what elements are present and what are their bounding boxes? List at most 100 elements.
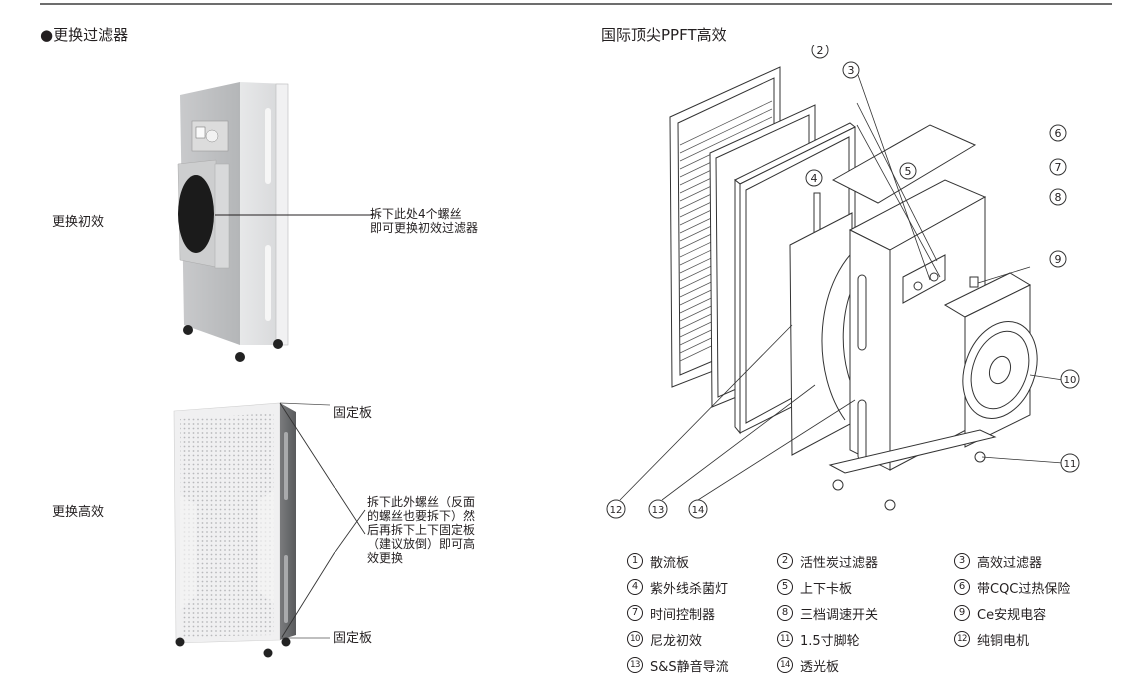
note-replace-primary: 拆下此处4个螺丝 即可更换初效过滤器 xyxy=(370,207,478,235)
side-slot-top xyxy=(265,108,271,184)
legend-text: 三档调速开关 xyxy=(800,607,879,623)
legend-item: 7 时间控制器 xyxy=(627,604,777,623)
callout-markers: 1 2 3 4 5 6 7 8 9 10 11 12 13 14 xyxy=(606,45,1080,519)
caster-wheel xyxy=(263,648,273,658)
svg-text:10: 10 xyxy=(1064,375,1077,386)
svg-text:9: 9 xyxy=(1055,253,1062,266)
legend-row: 10 尼龙初效 11 1.5寸脚轮 12 纯铜电机 xyxy=(627,626,1127,652)
leader-lines-screws xyxy=(335,487,366,553)
callout-12: 12 xyxy=(606,499,626,519)
legend-text: 纯铜电机 xyxy=(977,633,1030,649)
svg-text:7: 7 xyxy=(1055,161,1062,174)
caster-wheel xyxy=(183,325,193,335)
purifier-photo-hepa xyxy=(173,402,335,658)
callout-9: 9 xyxy=(1049,250,1067,268)
callout-5: 5 xyxy=(899,162,917,180)
exploded-view-diagram: 1 2 3 4 5 6 7 8 9 10 11 12 13 14 xyxy=(606,45,1080,519)
intake-fan-grille xyxy=(178,175,214,253)
part-capacitor xyxy=(969,276,979,288)
label-replace-hepa: 更换高效 xyxy=(52,505,105,520)
legend-item: 11 1.5寸脚轮 xyxy=(777,630,954,649)
note-line: 拆下此处4个螺丝 xyxy=(370,207,462,221)
legend-text: Ce安规电容 xyxy=(977,607,1047,623)
top-divider xyxy=(40,3,1112,5)
legend-number: 9 xyxy=(954,605,970,621)
callout-2: 2 xyxy=(811,45,829,59)
legend-number: 2 xyxy=(777,553,793,569)
caster-wheel xyxy=(884,499,896,511)
svg-text:6: 6 xyxy=(1055,127,1062,140)
svg-text:11: 11 xyxy=(1064,459,1077,470)
side-slot-bottom xyxy=(265,245,271,321)
note-line: 即可更换初效过滤器 xyxy=(370,221,479,235)
legend-number: 5 xyxy=(777,579,793,595)
note-replace-hepa: 拆下此外螺丝（反面 的螺丝也要拆下）然 后再拆下上下固定板 （建议放倒）即可高 … xyxy=(367,495,507,565)
legend-item: 12 纯铜电机 xyxy=(954,630,1124,649)
caster-wheel xyxy=(281,637,291,647)
legend-number: 7 xyxy=(627,605,643,621)
legend-item: 10 尼龙初效 xyxy=(627,630,777,649)
label-replace-primary: 更换初效 xyxy=(52,215,105,230)
caster-wheel xyxy=(175,637,185,647)
legend-text: 带CQC过热保险 xyxy=(977,581,1071,597)
callout-11: 11 xyxy=(1060,453,1080,473)
legend-item: 9 Ce安规电容 xyxy=(954,604,1124,623)
svg-text:14: 14 xyxy=(692,505,705,516)
callout-10: 10 xyxy=(1060,369,1080,389)
legend-text: 紫外线杀菌灯 xyxy=(650,581,729,597)
legend-number: 1 xyxy=(627,553,643,569)
legend-text: 时间控制器 xyxy=(650,607,716,623)
note-line: 拆下此外螺丝（反面 xyxy=(367,495,476,509)
leader-line-screw-top xyxy=(279,402,335,489)
svg-text:12: 12 xyxy=(610,505,623,516)
callout-3: 3 xyxy=(842,61,860,79)
legend-number: 14 xyxy=(777,657,793,673)
caster-wheel xyxy=(273,339,283,349)
purifier-photo-primary xyxy=(177,82,375,362)
section-title-ppft: 国际顶尖PPFT高效 xyxy=(601,26,727,44)
legend-number: 12 xyxy=(954,631,970,647)
caster-wheel xyxy=(235,352,245,362)
caster-wheel xyxy=(832,479,844,491)
legend-text: 1.5寸脚轮 xyxy=(800,633,860,649)
callout-7: 7 xyxy=(1049,158,1067,176)
timer-display xyxy=(195,126,206,139)
callout-6: 6 xyxy=(1049,124,1067,142)
legend-number: 11 xyxy=(777,631,793,647)
svg-text:2: 2 xyxy=(817,45,824,57)
legend-number: 4 xyxy=(627,579,643,595)
legend-number: 3 xyxy=(954,553,970,569)
callout-4: 4 xyxy=(805,169,823,187)
legend-text: 尼龙初效 xyxy=(650,633,703,649)
legend-item: 3 高效过滤器 xyxy=(954,552,1124,571)
note-line: （建议放倒）即可高 xyxy=(367,537,476,551)
svg-text:13: 13 xyxy=(652,505,665,516)
section-title-replace-filter: ●更换过滤器 xyxy=(40,26,129,44)
note-line: 后再拆下上下固定板 xyxy=(367,523,476,537)
callout-fixing-plate-top: 固定板 xyxy=(333,406,373,421)
legend-number: 10 xyxy=(627,631,643,647)
svg-text:5: 5 xyxy=(905,165,912,178)
legend-text: 高效过滤器 xyxy=(977,555,1043,571)
legend-number: 6 xyxy=(954,579,970,595)
leader-line-screw-bottom xyxy=(281,551,335,638)
leader-lines xyxy=(619,74,1064,501)
callout-14: 14 xyxy=(688,499,708,519)
svg-text:8: 8 xyxy=(1055,191,1062,204)
legend-text: S&S静音导流 xyxy=(650,659,729,675)
leader-line-top-plate xyxy=(279,402,331,406)
part-base-frame xyxy=(828,429,997,474)
callout-8: 8 xyxy=(1049,188,1067,206)
note-line: 的螺丝也要拆下）然 xyxy=(367,509,476,523)
